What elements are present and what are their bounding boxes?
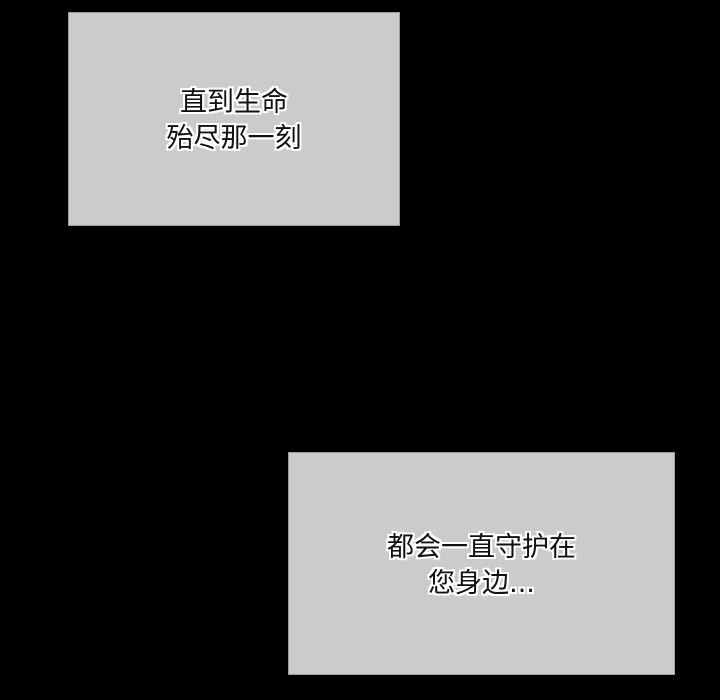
- caption-text: 都会一直守护在 您身边...: [387, 530, 576, 602]
- caption-line: 都会一直守护在: [387, 531, 576, 563]
- caption-text: 直到生命 殆尽那一刻: [167, 85, 302, 157]
- caption-box-bottom: 都会一直守护在 您身边...: [288, 452, 675, 675]
- caption-line: 直到生命: [180, 87, 288, 118]
- caption-line: 殆尽那一刻: [166, 123, 302, 154]
- caption-line: 您身边...: [428, 567, 535, 599]
- caption-box-top: 直到生命 殆尽那一刻: [68, 12, 400, 226]
